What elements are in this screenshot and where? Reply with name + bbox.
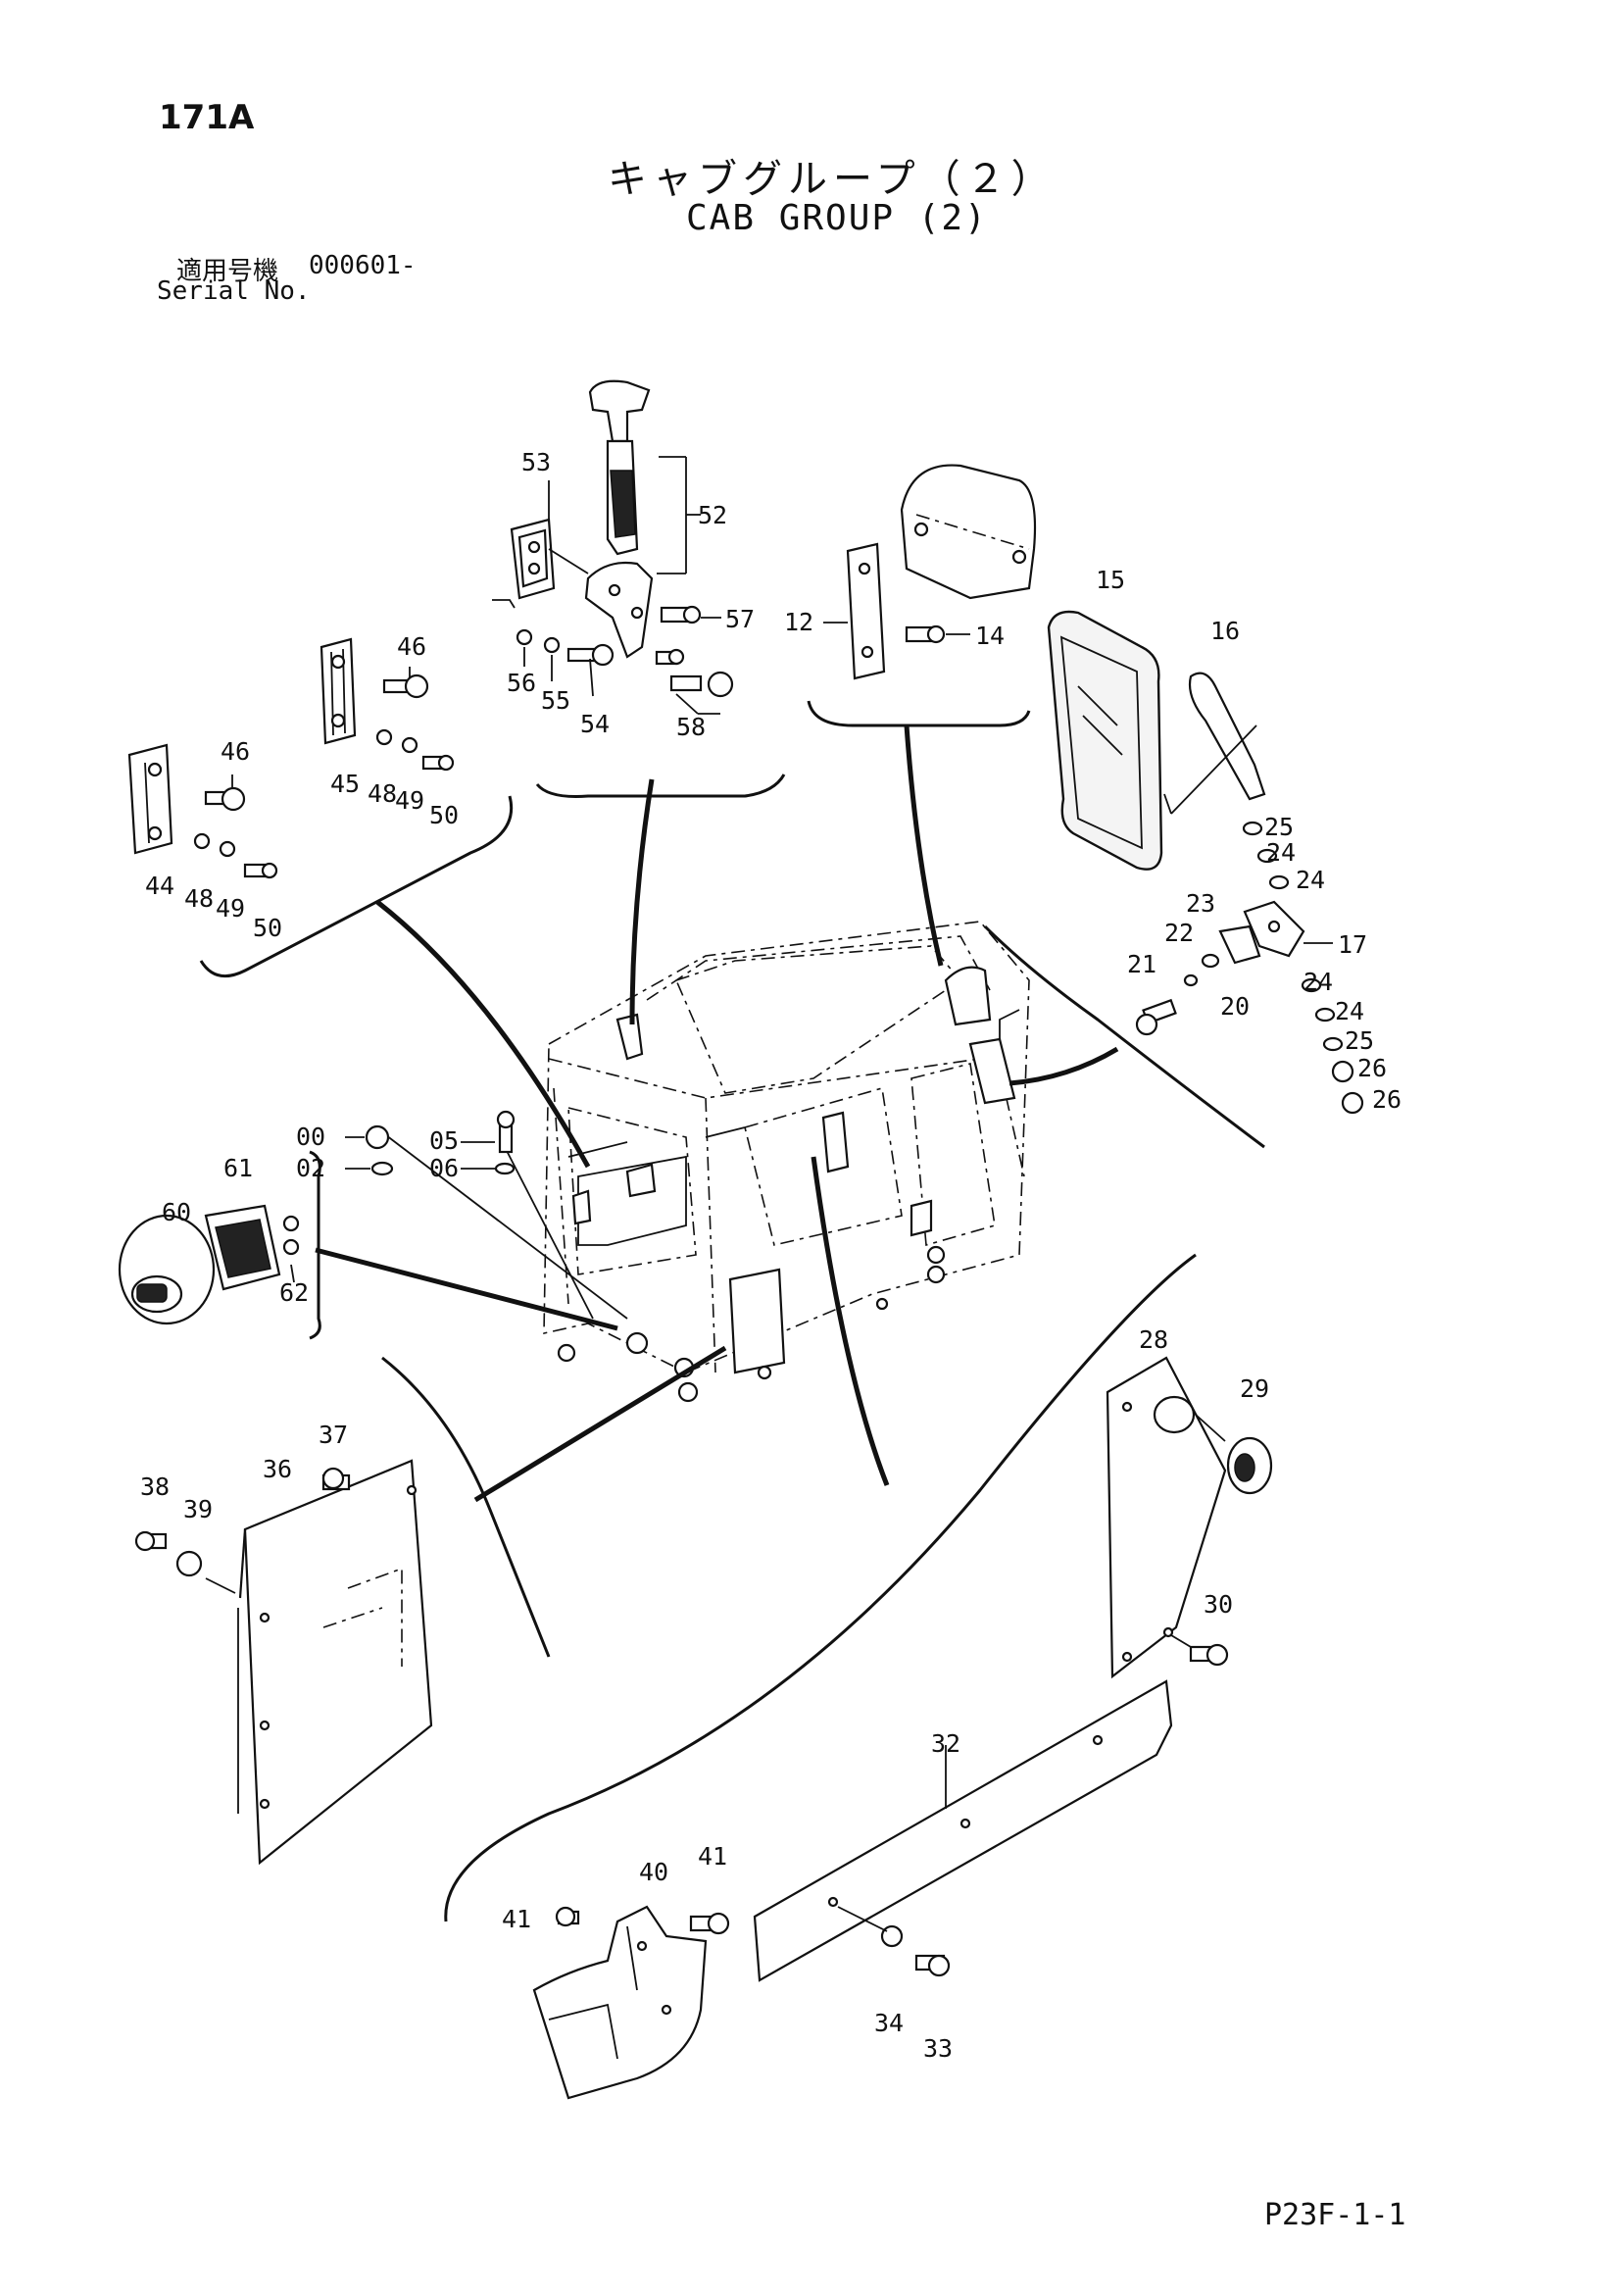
title-english: CAB GROUP (2): [686, 198, 988, 238]
callout-25-b: 25: [1345, 1026, 1374, 1055]
side-plate-right: [1106, 1356, 1273, 1679]
callout-37: 37: [319, 1421, 348, 1449]
callout-32: 32: [931, 1729, 960, 1758]
callout-22: 22: [1164, 919, 1194, 947]
callout-34: 34: [874, 2009, 904, 2037]
callout-36: 36: [263, 1455, 292, 1483]
side-panel-left: [134, 1459, 433, 1866]
callout-26-a: 26: [1357, 1054, 1387, 1082]
footer-code: P23F-1-1: [1264, 2198, 1406, 2232]
callout-12: 12: [784, 608, 813, 636]
callout-30: 30: [1204, 1590, 1233, 1619]
callout-58: 58: [676, 713, 706, 741]
serial-label-english: Serial No.: [157, 276, 311, 306]
callout-50-a: 50: [429, 801, 459, 829]
callout-06: 06: [429, 1154, 459, 1182]
callout-21: 21: [1127, 950, 1156, 978]
callout-54: 54: [580, 710, 610, 738]
small-parts-left: [345, 1110, 516, 1176]
long-panel: [753, 1679, 1173, 1982]
serial-label-japanese: 適用号機: [176, 257, 279, 286]
callout-28: 28: [1139, 1325, 1168, 1354]
callout-15: 15: [1096, 566, 1125, 594]
callout-33: 33: [923, 2034, 953, 2063]
callout-50-b: 50: [253, 914, 282, 942]
callout-41-b: 41: [698, 1842, 727, 1871]
callout-17: 17: [1338, 930, 1367, 959]
handle-group-lower: [127, 743, 278, 879]
callout-49-a: 49: [395, 786, 424, 815]
callout-16: 16: [1210, 617, 1240, 645]
callout-46-b: 46: [221, 737, 250, 766]
group-boundaries: [199, 700, 1265, 1922]
callout-24-a: 24: [1266, 838, 1296, 867]
mirror-group: [1047, 610, 1364, 1115]
callout-40: 40: [639, 1858, 668, 1886]
lamp-group: [823, 464, 1037, 680]
page-code: 171A: [159, 98, 255, 137]
callout-25-a: 25: [1264, 813, 1294, 841]
title-japanese: キャブグループ（２）: [608, 157, 1057, 202]
callout-24-c: 24: [1303, 968, 1333, 996]
callout-48-b: 48: [184, 884, 214, 913]
callout-61: 61: [223, 1154, 253, 1182]
callout-24-d: 24: [1335, 997, 1364, 1025]
callout-24-b: 24: [1296, 866, 1325, 894]
callout-20: 20: [1220, 992, 1250, 1021]
callout-55: 55: [541, 686, 570, 715]
callout-48-a: 48: [368, 779, 397, 808]
callout-41-a: 41: [502, 1905, 531, 1933]
callout-39: 39: [183, 1495, 213, 1523]
cab-body: [543, 921, 1030, 1403]
callout-49-b: 49: [216, 894, 245, 923]
callout-23: 23: [1186, 889, 1215, 918]
callout-53: 53: [521, 448, 551, 476]
bracket-box: [532, 1905, 730, 2100]
callout-26-b: 26: [1372, 1085, 1402, 1114]
callout-45: 45: [330, 770, 360, 798]
callout-46-a: 46: [397, 632, 426, 661]
callout-57: 57: [725, 605, 755, 633]
callout-02: 02: [296, 1154, 325, 1182]
callout-00: 00: [296, 1123, 325, 1151]
callout-05: 05: [429, 1126, 459, 1155]
callout-60: 60: [162, 1198, 191, 1226]
leader-lines: [315, 724, 1119, 1503]
serial-number-value: 000601-: [309, 251, 417, 280]
callout-52: 52: [698, 501, 727, 529]
callout-44: 44: [145, 872, 174, 900]
lever-group: [492, 379, 734, 715]
callout-38: 38: [140, 1472, 170, 1501]
callout-29: 29: [1240, 1374, 1269, 1403]
callout-labels: 00 02 05 06 12 14 15 16 17 20 21 22 23 2…: [140, 448, 1402, 2063]
horn-cover-group: [118, 1204, 300, 1325]
callout-56: 56: [507, 669, 536, 697]
callout-62: 62: [279, 1278, 309, 1307]
handle-group-upper: [320, 637, 455, 772]
callout-14: 14: [975, 622, 1005, 650]
